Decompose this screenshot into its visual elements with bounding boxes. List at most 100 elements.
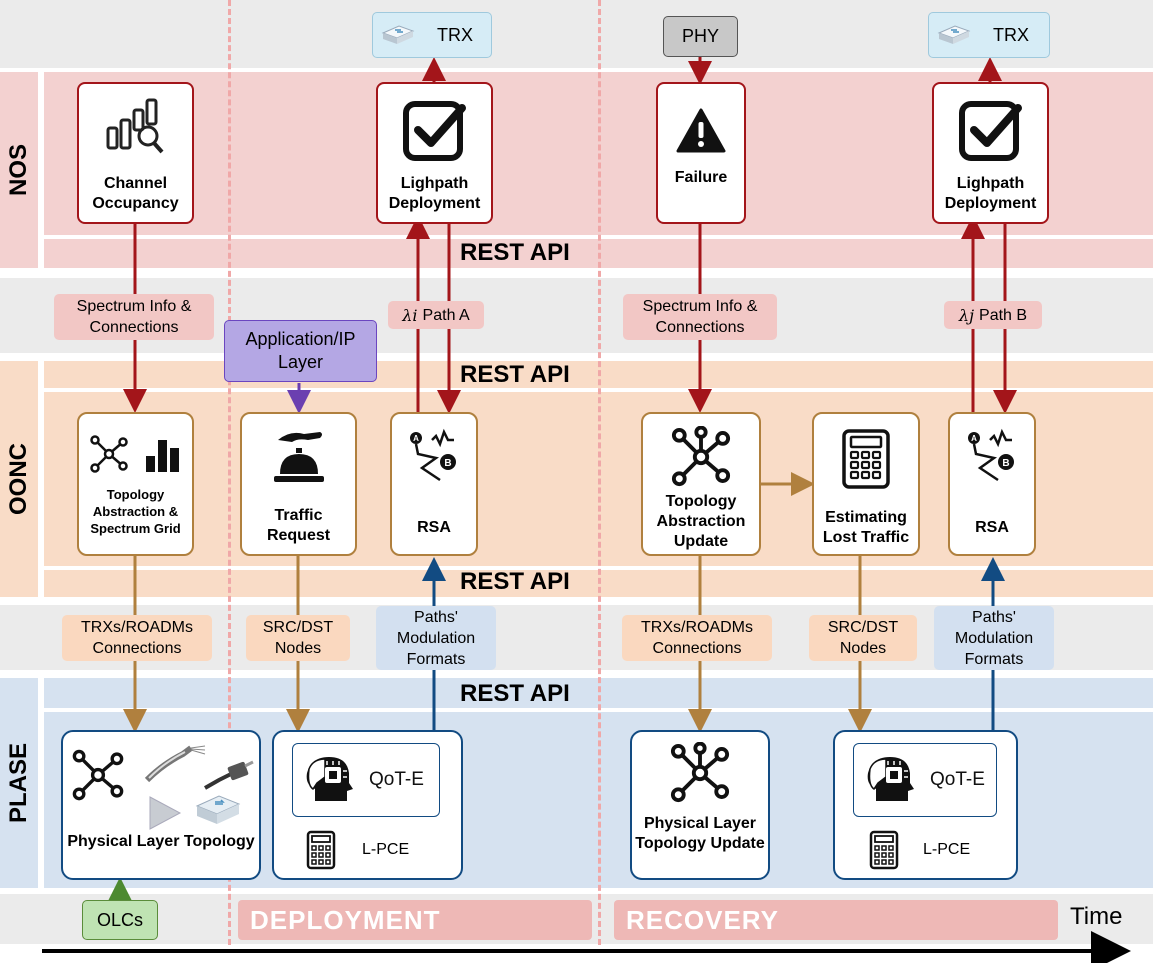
spectrum-info-tag-2: Spectrum Info & Connections (623, 294, 777, 340)
topology-abstraction-label: Topology Abstraction & Spectrum Grid (90, 487, 181, 536)
src-dst-label-2: SRC/DST Nodes (827, 619, 899, 657)
paths-modulation-label-2: Paths' Modulation Formats (954, 608, 1034, 668)
traffic-request-box: Traffic Request (240, 412, 357, 556)
ai-head-icon (867, 757, 914, 801)
checkbox-icon (958, 101, 1022, 161)
recovery-label: RECOVERY (626, 904, 779, 935)
svg-text:B: B (444, 458, 451, 469)
trx-roadm-tag-1: TRXs/ROADMs Connections (62, 615, 212, 661)
failure-box: Failure (656, 82, 746, 224)
oonc-label-bg (0, 361, 38, 597)
path-a-label: Path A (422, 306, 470, 324)
application-layer-tag: Application/IP Layer (224, 320, 377, 382)
path-a-lambda: λi (402, 305, 418, 325)
qot-e-label-1: QoT-E (369, 769, 424, 790)
roadm-icon (195, 795, 241, 824)
trx-roadm-label-2: TRXs/ROADMs Connections (641, 619, 753, 657)
channel-occupancy-label: Channel Occupancy (92, 175, 179, 212)
bar-chart-icon (145, 440, 179, 472)
plase-label-bg (0, 678, 38, 888)
network-icon (671, 426, 731, 487)
rsa-label-1: RSA (417, 519, 451, 536)
network-icon (72, 749, 124, 801)
lightpath-deployment-label-2: Lighpath Deployment (944, 175, 1037, 212)
paths-modulation-label-1: Paths' Modulation Formats (396, 608, 476, 668)
path-b-tag: λj Path B (944, 301, 1042, 329)
lpce-label-1: L-PCE (362, 841, 410, 858)
physical-layer-update-box: Physical Layer Topology Update (630, 730, 770, 880)
paths-modulation-tag-2: Paths' Modulation Formats (934, 606, 1054, 670)
trx-label-2: TRX (993, 24, 1029, 45)
physical-layer-update-label: Physical Layer Topology Update (635, 815, 765, 852)
network-icon (89, 435, 128, 473)
svg-text:B: B (1002, 458, 1009, 469)
phy-tag: PHY (663, 16, 738, 57)
rest-api-oonc-top: REST API (460, 361, 570, 388)
topology-update-box: Topology Abstraction Update (641, 412, 761, 556)
lightpath-deployment-box-1: Lighpath Deployment (376, 82, 493, 224)
spectrum-info-label-1: Spectrum Info & Connections (76, 298, 192, 336)
trx-roadm-label-1: TRXs/ROADMs Connections (81, 619, 193, 657)
nos-label-bg (0, 72, 38, 268)
service-bell-icon (273, 432, 324, 482)
olcs-tag: OLCs (82, 900, 158, 940)
application-layer-label: Application/IP Layer (245, 329, 356, 372)
estimating-lost-traffic-box: Estimating Lost Traffic (812, 412, 920, 556)
physical-layer-topology-box: Physical Layer Topology (61, 730, 261, 880)
rsa-box-1: A B RSA (390, 412, 478, 556)
src-dst-tag-1: SRC/DST Nodes (246, 615, 350, 661)
deployment-label: DEPLOYMENT (250, 904, 441, 935)
bar-chart-search-icon (106, 98, 163, 154)
physical-layer-topology-label: Physical Layer Topology (67, 833, 255, 850)
olcs-label: OLCs (96, 909, 143, 930)
fiber-connector-icon (204, 760, 254, 790)
calculator-icon (869, 830, 899, 870)
svg-text:A: A (413, 434, 419, 443)
src-dst-tag-2: SRC/DST Nodes (809, 615, 917, 661)
plase-engine-box-1: QoT-E L-PCE (272, 730, 463, 880)
calculator-icon (842, 429, 890, 489)
trx-label-1: TRX (437, 24, 473, 45)
calculator-icon (306, 830, 336, 870)
trx-tag-1: TRX (372, 12, 492, 58)
lightpath-deployment-box-2: Lighpath Deployment (932, 82, 1049, 224)
qot-estimator-1: QoT-E (292, 743, 440, 817)
phy-label: PHY (681, 26, 719, 46)
checkbox-icon (402, 101, 466, 161)
qot-e-label-2: QoT-E (930, 769, 985, 790)
lpce-label-2: L-PCE (923, 841, 971, 858)
recovery-phase-bar: RECOVERY (614, 900, 1058, 940)
lightpath-deployment-label-1: Lighpath Deployment (388, 175, 481, 212)
rest-api-nos: REST API (460, 239, 570, 266)
rest-api-oonc-bottom: REST API (460, 568, 570, 595)
trx-tag-2: TRX (928, 12, 1050, 58)
rsa-box-2: A B RSA (948, 412, 1036, 556)
topology-icons (89, 434, 183, 474)
warning-icon (676, 108, 726, 153)
failure-label: Failure (674, 169, 728, 186)
topology-abstraction-box: Topology Abstraction & Spectrum Grid (77, 412, 194, 556)
topology-update-label: Topology Abstraction Update (656, 493, 746, 550)
path-b-label: Path B (979, 306, 1028, 324)
traffic-request-label: Traffic Request (266, 507, 331, 544)
plase-engine-box-2: QoT-E L-PCE (833, 730, 1018, 880)
svg-text:A: A (971, 434, 977, 443)
src-dst-label-1: SRC/DST Nodes (262, 619, 334, 657)
qot-estimator-2: QoT-E (853, 743, 997, 817)
time-label: Time (1070, 903, 1123, 930)
paths-modulation-tag-1: Paths' Modulation Formats (376, 606, 496, 670)
route-icon: A B (968, 428, 1014, 482)
deployment-phase-bar: DEPLOYMENT (238, 900, 592, 940)
phase-separator-2 (598, 0, 601, 945)
path-a-tag: λi Path A (388, 301, 484, 329)
amplifier-icon (149, 796, 182, 830)
estimating-lost-traffic-label: Estimating Lost Traffic (822, 509, 910, 546)
spectrum-info-tag-1: Spectrum Info & Connections (54, 294, 214, 340)
phase-separator-1 (228, 0, 231, 945)
path-b-lambda: λj (958, 305, 975, 325)
channel-occupancy-box: Channel Occupancy (77, 82, 194, 224)
route-icon: A B (410, 428, 456, 482)
transceiver-icon (937, 25, 971, 44)
rest-api-plase: REST API (460, 680, 570, 707)
ai-head-icon (306, 757, 353, 801)
